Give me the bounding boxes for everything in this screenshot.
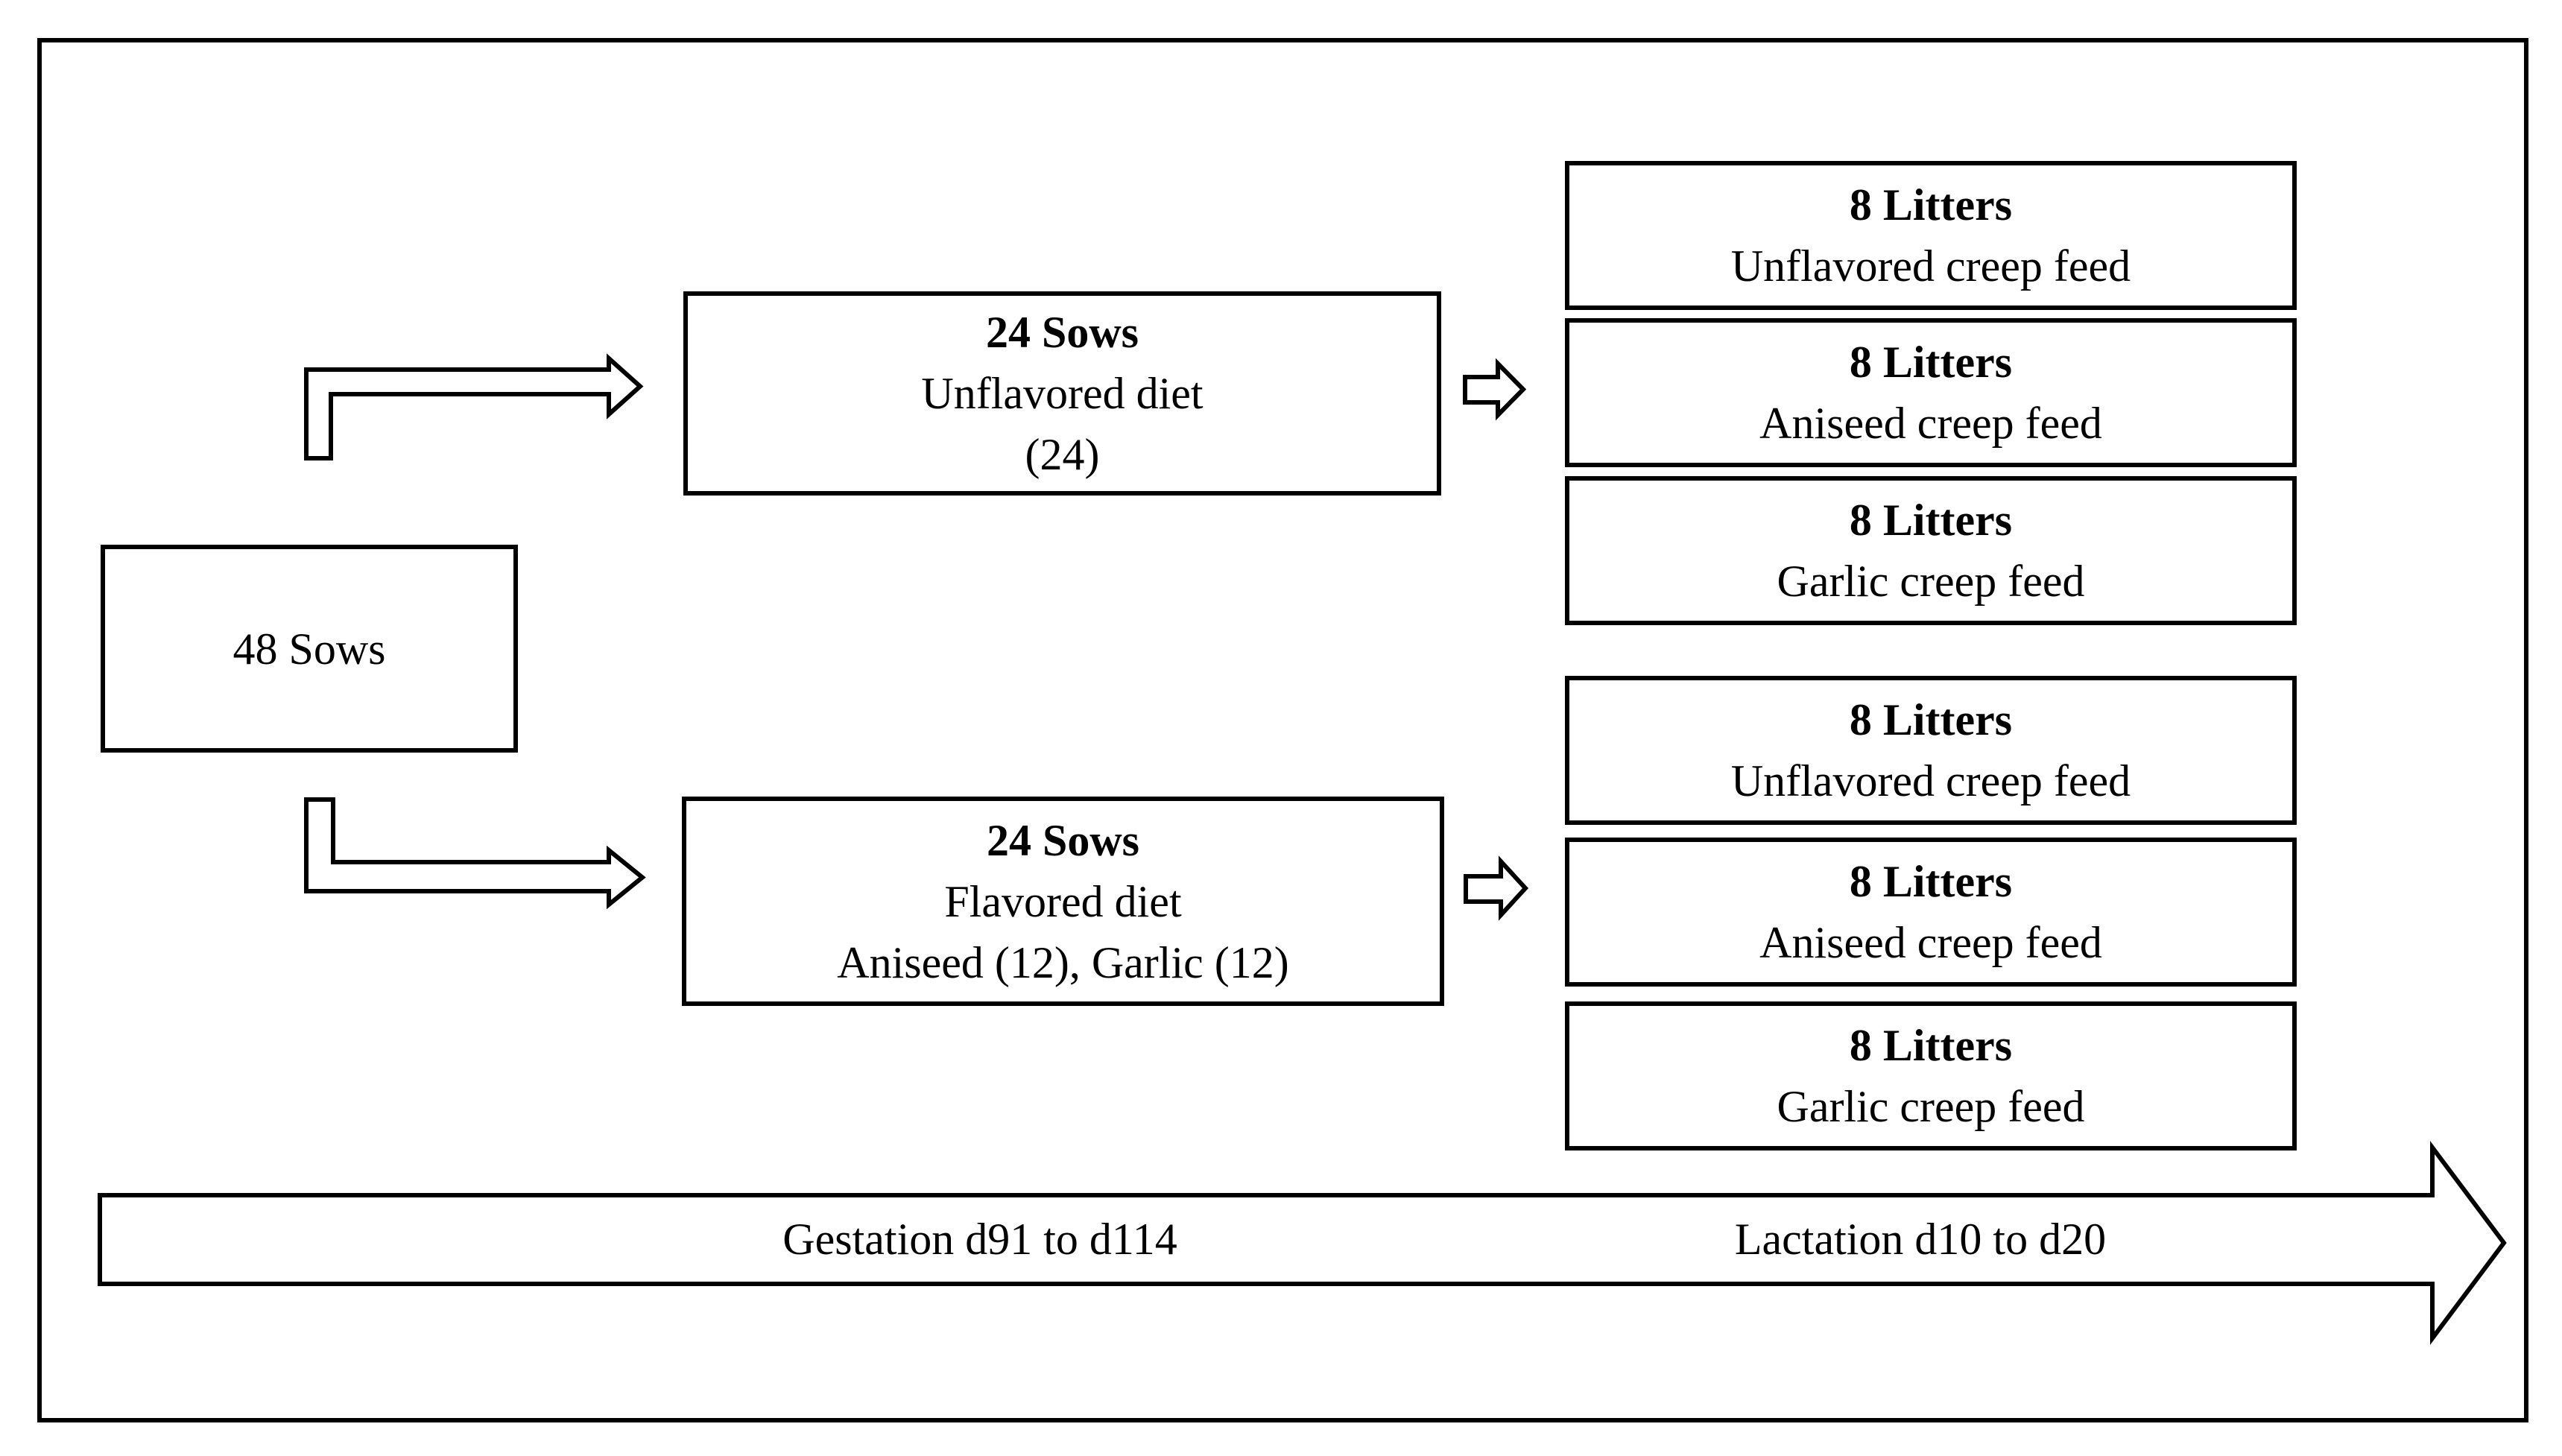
- litter-box-unflavored-creep: 8 Litters Unflavored creep feed: [1565, 676, 2297, 825]
- litter-count: 8 Litters: [1849, 695, 2013, 744]
- block-arrow-icon: [1463, 358, 1527, 421]
- sows-root-box: 48 Sows: [101, 545, 518, 753]
- litter-box-unflavored-creep: 8 Litters Unflavored creep feed: [1565, 161, 2297, 310]
- litter-feed: Garlic creep feed: [1777, 1082, 2085, 1131]
- litter-feed: Garlic creep feed: [1777, 557, 2085, 606]
- elbow-arrow-icon: [304, 353, 644, 460]
- diet-box-detail: (24): [1025, 430, 1100, 479]
- timeline-arrow-icon: [98, 1141, 2507, 1345]
- diet-box-name: Unflavored diet: [921, 369, 1203, 418]
- litter-count: 8 Litters: [1849, 1021, 2013, 1070]
- flavored-diet-box: 24 Sows Flavored diet Aniseed (12), Garl…: [682, 797, 1444, 1006]
- diet-box-count: 24 Sows: [986, 815, 1140, 865]
- litter-count: 8 Litters: [1849, 338, 2013, 387]
- litter-box-aniseed-creep: 8 Litters Aniseed creep feed: [1565, 318, 2297, 467]
- diet-box-name: Flavored diet: [944, 876, 1182, 926]
- litter-feed: Aniseed creep feed: [1759, 918, 2102, 967]
- timeline-lactation-label: Lactation d10 to d20: [1734, 1215, 2107, 1264]
- elbow-arrow-icon: [304, 797, 646, 910]
- sows-root-label: 48 Sows: [233, 624, 386, 674]
- litter-box-aniseed-creep: 8 Litters Aniseed creep feed: [1565, 838, 2297, 987]
- litter-count: 8 Litters: [1849, 857, 2013, 906]
- litter-feed: Unflavored creep feed: [1730, 756, 2131, 805]
- diet-box-count: 24 Sows: [985, 308, 1139, 357]
- litter-feed: Unflavored creep feed: [1730, 241, 2131, 291]
- block-arrow-icon: [1464, 855, 1529, 921]
- unflavored-diet-box: 24 Sows Unflavored diet (24): [683, 291, 1441, 496]
- diet-box-detail: Aniseed (12), Garlic (12): [837, 937, 1289, 987]
- litter-feed: Aniseed creep feed: [1759, 399, 2102, 448]
- litter-box-garlic-creep: 8 Litters Garlic creep feed: [1565, 1001, 2297, 1150]
- litter-count: 8 Litters: [1849, 180, 2013, 230]
- timeline-gestation-label: Gestation d91 to d114: [782, 1215, 1177, 1264]
- litter-count: 8 Litters: [1849, 496, 2013, 545]
- litter-box-garlic-creep: 8 Litters Garlic creep feed: [1565, 476, 2297, 625]
